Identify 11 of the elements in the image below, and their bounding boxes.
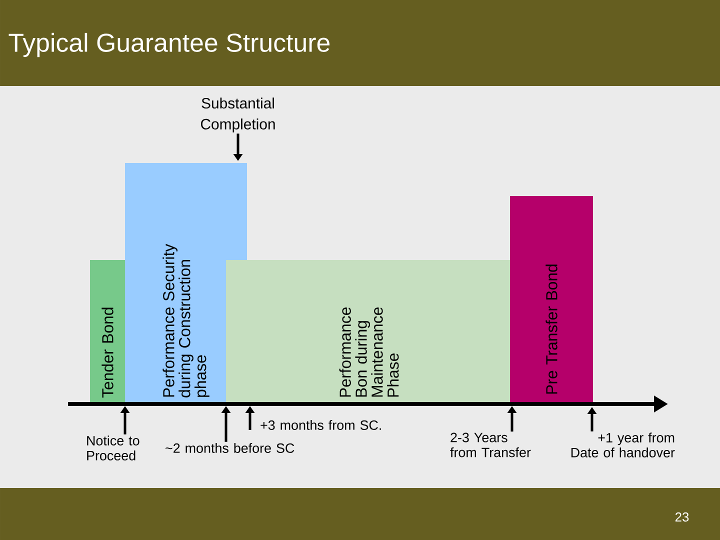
bond-bar: Tender Bond (90, 260, 125, 405)
bond-bar: Performance Bon during Maintenance Phase (226, 260, 512, 405)
milestone-label: 2-3 Years from Transfer (450, 432, 531, 458)
milestone-label: +3 months from SC. (260, 420, 381, 430)
milestone-label: Notice to Proceed (87, 436, 140, 460)
milestone-label: +1 year from Date of handover (571, 432, 675, 458)
page-number: 23 (675, 512, 689, 522)
milestone-label: ~2 months before SC (166, 443, 294, 453)
milestone-label: Substantial Completion (200, 98, 275, 132)
bond-bar: Pre Transfer Bond (510, 196, 593, 402)
slide-title: Typical Guarantee Structure (8, 32, 330, 58)
